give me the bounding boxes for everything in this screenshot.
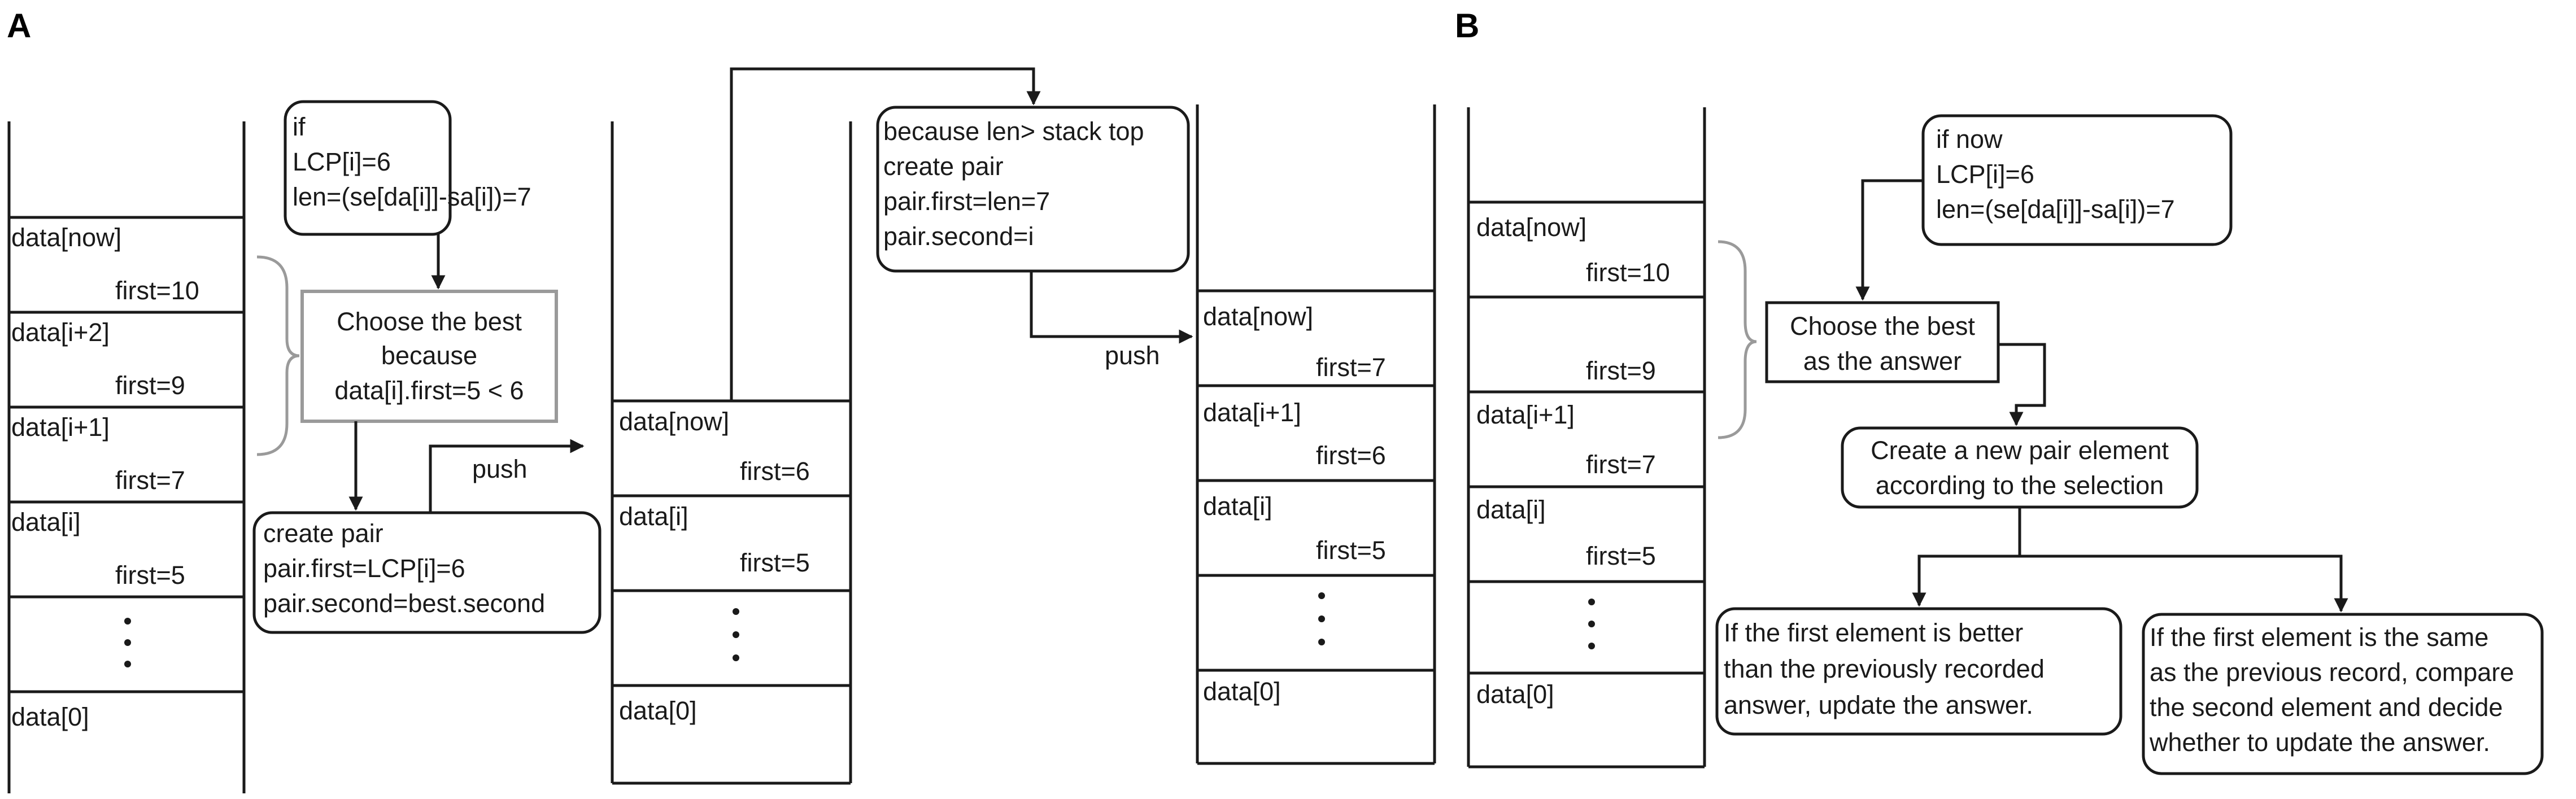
choose-box: Choose the best because data[i].first=5 …	[300, 290, 558, 423]
ellipsis-dot	[1318, 615, 1325, 622]
ellipsis-dot	[124, 618, 131, 625]
choose-box-b-line: Choose the best	[1790, 312, 1975, 340]
stack-1: data[now] first=10 data[i+2] first=9 dat…	[7, 121, 246, 793]
if-box-line: if	[293, 112, 306, 141]
stack2-cell-value: first=5	[740, 548, 810, 577]
if-box-b-line: if now	[1936, 125, 2003, 154]
panel-label-a: A	[7, 7, 31, 45]
create-box-b-line: Create a new pair element	[1871, 436, 2169, 465]
ellipsis-dot	[1588, 621, 1595, 627]
choose-box-b: Choose the best as the answer	[1765, 301, 2000, 383]
if-box: if LCP[i]=6 len=(se[da[i]]-sa[i])=7	[284, 100, 531, 236]
stack3-cell-value: first=7	[1316, 353, 1386, 382]
stack3-cell-value: first=5	[1316, 536, 1386, 565]
stackb-cell-value: first=7	[1586, 450, 1656, 479]
choose-box-line: data[i].first=5 < 6	[334, 376, 524, 405]
stack3-cell-name: data[i]	[1203, 492, 1272, 521]
stack2-cell-name: data[i]	[619, 502, 688, 531]
arrow	[1912, 507, 2021, 607]
outcome-left-line: answer, update the answer.	[1724, 691, 2033, 719]
panel-label-b: B	[1455, 7, 1479, 45]
ellipsis-dot	[124, 661, 131, 667]
outcome-box-right: If the first element is the same as the …	[2142, 613, 2544, 775]
stack2-cell-name: data[now]	[619, 407, 729, 436]
stackb-cell-value: first=10	[1586, 258, 1670, 287]
stack2-cell-value: first=6	[740, 457, 810, 486]
stack1-cell-name: data[i+2]	[11, 318, 110, 347]
because-box-line: because len> stack top	[883, 117, 1144, 146]
create-box-b-line: according to the selection	[1876, 471, 2164, 500]
stackb-cell-name: data[i+1]	[1476, 400, 1575, 429]
ellipsis-dot	[1318, 639, 1325, 645]
create-box-line: create pair	[263, 519, 383, 548]
stack-2: data[now] first=6 data[i] first=5 data[0…	[611, 121, 852, 785]
push-label: push	[472, 455, 528, 483]
choose-box-line: Choose the best	[337, 307, 522, 336]
stack1-cell-name: data[now]	[11, 223, 121, 252]
because-box: because len> stack top create pair pair.…	[876, 106, 1190, 273]
push-label: push	[1105, 341, 1160, 370]
stackb-cell-name: data[i]	[1476, 495, 1546, 524]
stack1-cell-name: data[0]	[11, 702, 89, 731]
stack1-cell-value: first=10	[115, 276, 199, 305]
ellipsis-dot	[733, 631, 739, 638]
stack1-cell-value: first=5	[115, 561, 185, 590]
stack1-cell-value: first=7	[115, 466, 185, 495]
push-arrow	[1030, 271, 1193, 344]
outcome-right-line: If the first element is the same	[2150, 623, 2488, 652]
choose-box-b-line: as the answer	[1803, 347, 1962, 376]
stack3-cell-name: data[i+1]	[1203, 398, 1301, 427]
ellipsis-dot	[733, 654, 739, 661]
if-box-b-line: LCP[i]=6	[1936, 160, 2034, 189]
outcome-left-line: If the first element is better	[1724, 618, 2023, 647]
push-arrow	[429, 439, 585, 513]
outcome-right-line: the second element and decide	[2150, 693, 2503, 722]
arrow	[730, 67, 1041, 401]
if-box-b: if now LCP[i]=6 len=(se[da[i]]-sa[i])=7	[1921, 114, 2233, 246]
stack1-cell-value: first=9	[115, 371, 185, 400]
outcome-left-line: than the previously recorded	[1724, 654, 2045, 683]
ellipsis-dot	[1588, 599, 1595, 605]
stackb-cell-value: first=9	[1586, 356, 1656, 385]
if-box-line: len=(se[da[i]]-sa[i])=7	[293, 182, 531, 211]
choose-box-line: because	[381, 341, 477, 370]
create-pair-box-b: Create a new pair element according to t…	[1841, 426, 2199, 509]
stack3-cell-name: data[now]	[1203, 302, 1313, 331]
arrow	[1855, 179, 1923, 301]
stackb-cell-name: data[0]	[1476, 680, 1554, 709]
stack1-cell-name: data[i+1]	[11, 413, 110, 442]
because-box-line: pair.first=len=7	[883, 187, 1050, 216]
grouping-brace	[1718, 240, 1757, 439]
arrow	[2020, 555, 2348, 613]
because-box-line: pair.second=i	[883, 222, 1034, 251]
ellipsis-dot	[124, 639, 131, 646]
outcome-right-line: whether to update the answer.	[2149, 728, 2490, 757]
stack3-cell-value: first=6	[1316, 441, 1386, 470]
outcome-box-left: If the first element is better than the …	[1715, 607, 2122, 736]
create-pair-box: create pair pair.first=LCP[i]=6 pair.sec…	[252, 511, 601, 634]
outcome-right-line: as the previous record, compare	[2150, 658, 2514, 687]
if-box-line: LCP[i]=6	[293, 147, 391, 176]
stack-3: data[now] first=7 data[i+1] first=6 data…	[1196, 104, 1436, 765]
because-box-line: create pair	[883, 152, 1004, 181]
create-box-line: pair.first=LCP[i]=6	[263, 554, 465, 583]
stackb-cell-value: first=5	[1586, 542, 1656, 570]
stackb-cell-name: data[now]	[1476, 213, 1586, 242]
stack2-cell-name: data[0]	[619, 696, 697, 725]
arrow	[1998, 343, 2046, 426]
ellipsis-dot	[1318, 592, 1325, 599]
ellipsis-dot	[1588, 643, 1595, 649]
stack1-cell-name: data[i]	[11, 508, 81, 536]
if-box-b-line: len=(se[da[i]]-sa[i])=7	[1936, 195, 2175, 224]
ellipsis-dot	[733, 608, 739, 615]
stack3-cell-name: data[0]	[1203, 677, 1281, 706]
create-box-line: pair.second=best.second	[263, 589, 545, 618]
stack-b: data[now] first=10 first=9 data[i+1] fir…	[1467, 107, 1706, 769]
grouping-brace	[256, 255, 300, 456]
